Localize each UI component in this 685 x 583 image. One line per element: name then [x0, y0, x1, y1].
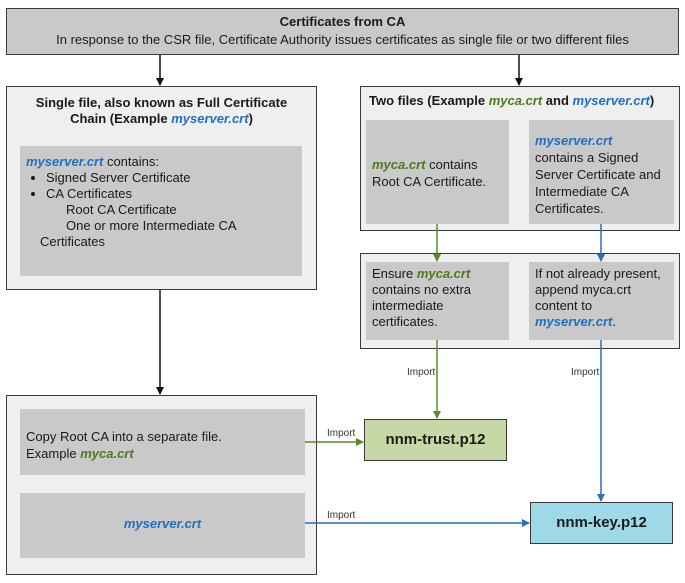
myca-description-box: myca.crt contains Root CA Certificate.	[366, 120, 509, 224]
single-contains-line: myserver.crt contains:	[26, 154, 296, 170]
myca-text1: contains	[425, 157, 478, 172]
single-title-prefix: Chain (Example	[70, 111, 172, 126]
ensure-line4: certificates.	[372, 314, 438, 329]
nnm-trust-box: nnm-trust.p12	[364, 419, 507, 461]
header-box: Certificates from CA In response to the …	[6, 8, 679, 55]
ensure-line3: intermediate	[372, 298, 444, 313]
append-line4: myserver.crt.	[535, 314, 668, 330]
append-line2: append myca.crt	[535, 282, 632, 297]
append-box: If not already present, append myca.crt …	[529, 262, 674, 340]
import-label-append: Import	[571, 367, 600, 378]
two-title-suffix: )	[649, 93, 655, 108]
bottom-myserver-box: myserver.crt	[20, 493, 305, 558]
copy-file: myca.crt	[80, 446, 134, 461]
single-title-file: myserver.crt	[171, 111, 249, 126]
ensure-file: myca.crt	[416, 266, 471, 281]
trust-label: nnm-trust.p12	[385, 431, 486, 448]
nnm-key-box: nnm-key.p12	[530, 502, 673, 544]
two-title-prefix: Two files (Example	[369, 93, 489, 108]
myserver-file: myserver.crt	[535, 133, 613, 148]
bullet-ca-certs: CA Certificates	[46, 186, 296, 202]
import-label-bottom: Import	[327, 510, 356, 521]
myca-line1: myca.crt contains	[372, 156, 503, 173]
two-title-and: and	[542, 93, 573, 108]
myserver-line2: Server Certificate and	[535, 167, 661, 182]
key-label: nnm-key.p12	[556, 514, 647, 531]
myca-file: myca.crt	[372, 157, 426, 172]
append-line1: If not already present,	[535, 266, 661, 281]
single-bullets: Signed Server Certificate CA Certificate…	[26, 170, 296, 202]
two-title-file2: myserver.crt	[572, 93, 650, 108]
myserver-line4: Certificates.	[535, 201, 604, 216]
single-contains-file: myserver.crt	[26, 154, 104, 169]
append-file: myserver.crt	[535, 314, 613, 329]
append-suffix: .	[612, 314, 616, 329]
sub-root-ca: Root CA Certificate	[66, 202, 177, 217]
header-title: Certificates from CA	[279, 14, 406, 29]
bottom-myserver-file: myserver.crt	[123, 516, 202, 531]
ensure-box: Ensure myca.crt contains no extra interm…	[366, 262, 509, 340]
copy-prefix: Example	[26, 446, 81, 461]
single-file-title: Single file, also known as Full Certific…	[7, 95, 316, 127]
single-title-line1: Single file, also known as Full Certific…	[35, 95, 288, 110]
header-subtitle: In response to the CSR file, Certificate…	[56, 32, 629, 47]
myserver-line1: contains a Signed	[535, 150, 639, 165]
single-contains-text: contains:	[103, 154, 159, 169]
ensure-line1: Ensure myca.crt	[372, 266, 503, 282]
import-label-copy: Import	[327, 428, 356, 439]
append-line3: content to	[535, 298, 593, 313]
ensure-prefix: Ensure	[372, 266, 417, 281]
copy-line2: Example myca.crt	[26, 445, 299, 462]
myca-line2: Root CA Certificate.	[372, 174, 487, 189]
myserver-description-box: myserver.crt contains a Signed Server Ce…	[529, 120, 674, 224]
single-title-line2: Chain (Example myserver.crt)	[7, 111, 316, 127]
two-files-title: Two files (Example myca.crt and myserver…	[369, 93, 679, 108]
sub-certificates: Certificates	[40, 234, 106, 249]
copy-root-box: Copy Root CA into a separate file. Examp…	[20, 409, 305, 475]
two-title-file1: myca.crt	[488, 93, 543, 108]
single-title-suffix: )	[248, 111, 253, 126]
ensure-line2: contains no extra	[372, 282, 472, 297]
sub-intermediate: One or more Intermediate CA	[66, 218, 237, 233]
bullet-signed-server: Signed Server Certificate	[46, 170, 296, 186]
myserver-line3: Intermediate CA	[535, 184, 629, 199]
import-label-ensure: Import	[407, 367, 436, 378]
copy-line1: Copy Root CA into a separate file.	[26, 429, 222, 444]
single-file-contents: myserver.crt contains: Signed Server Cer…	[20, 146, 302, 276]
